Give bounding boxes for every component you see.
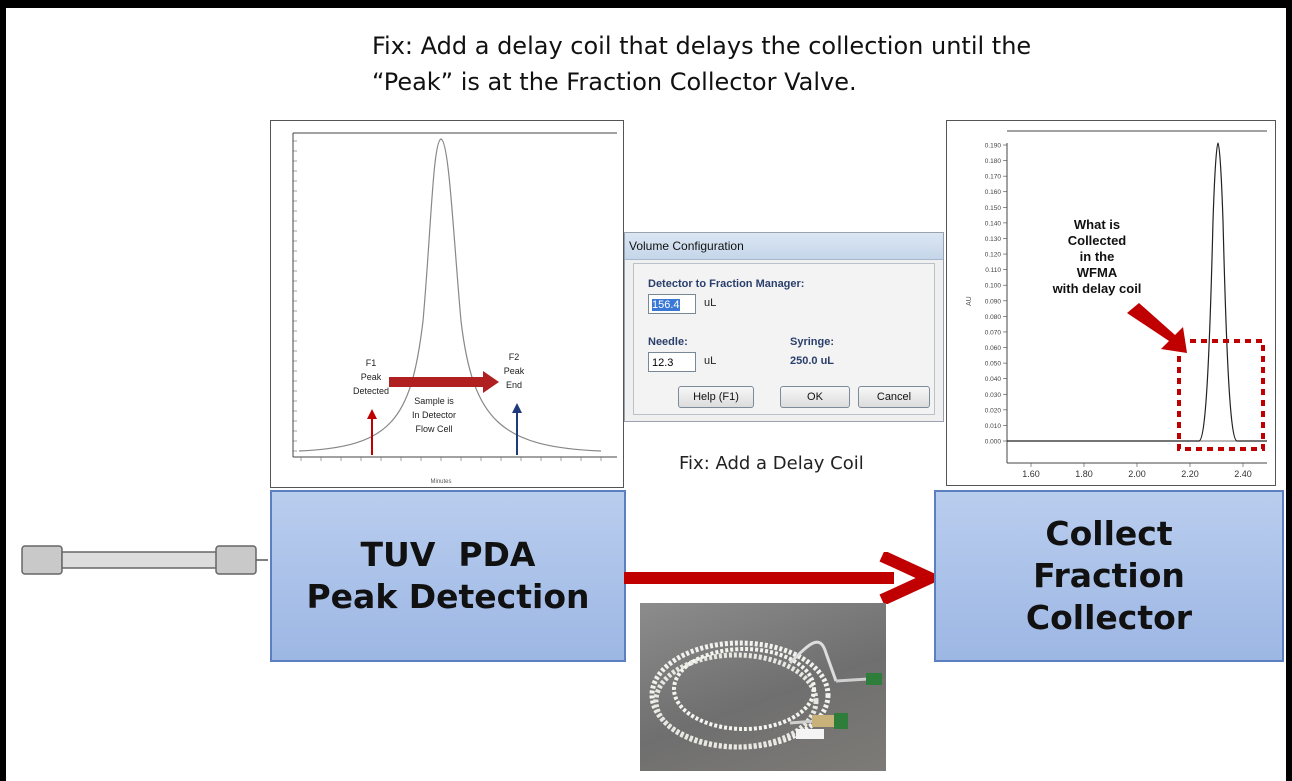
f1-label-2: Peak [361,372,382,382]
right-y-tick-label: 0.180 [985,158,1002,165]
needle-unit: uL [704,355,717,367]
needle-input[interactable]: 12.3 [648,352,696,372]
left-box-line-1: TUV PDA [360,535,536,574]
sample-label-1: Sample is [414,396,454,406]
delay-coil-photo [640,603,886,771]
right-y-tick-label: 0.130 [985,236,1002,243]
f2-label-3: End [506,380,522,390]
right-box-line-1: Collect [1045,514,1173,553]
f2-label-2: Peak [504,366,525,376]
heading: Fix: Add a delay coil that delays the co… [372,28,1132,100]
callout-line-5: with delay coil [1052,281,1142,296]
sample-label-2: In Detector [412,410,456,420]
right-y-tick-label: 0.100 [985,283,1002,290]
right-y-tick-label: 0.010 [985,423,1002,430]
detector-to-fraction-label: Detector to Fraction Manager: [648,278,805,290]
right-x-tick-label: 2.00 [1128,469,1146,479]
needle-label: Needle: [648,336,688,348]
left-x-title: Minutes [430,479,451,485]
right-y-tick-label: 0.140 [985,220,1002,227]
flow-arrow [624,552,938,604]
heading-line-1: Fix: Add a delay coil that delays the co… [372,32,1032,60]
left-x-ticks [300,457,602,461]
right-x-tick-label: 2.40 [1234,469,1252,479]
callout-line-1: What is [1074,217,1120,232]
column-tube [21,545,268,575]
right-y-title: AU [966,296,973,306]
f1-label-1: F1 [366,358,377,368]
right-box-line-3: Collector [1025,598,1193,637]
sample-flow-arrow-body [389,377,485,387]
collected-peak-curve [1007,142,1267,442]
gaussian-peak-curve [298,138,602,452]
collected-peak-chart: 0.190 0.180 0.170 0.160 0.150 0.140 0.130 0.120… [946,120,1276,486]
right-y-tick-label: 0.050 [985,361,1002,368]
right-x-ticks: 1.60 1.80 2.00 2.20 2.40 [1022,463,1252,479]
callout-arrow [1127,303,1187,353]
right-y-tick-label: 0.000 [985,439,1002,446]
right-y-tick-label: 0.020 [985,407,1002,414]
collect-fraction-collector-box: Collect Fraction Collector [934,490,1284,662]
dialog-title: Volume Configuration [625,233,943,260]
column-end-right [215,545,257,575]
peak-detection-chart: F1 Peak Detected F2 Peak End Sample is I… [270,120,624,488]
right-x-tick-label: 1.80 [1075,469,1093,479]
syringe-value: 250.0 uL [790,355,835,367]
sample-flow-arrow-head [483,371,499,393]
peak-detection-chart-svg: F1 Peak Detected F2 Peak End Sample is I… [292,132,617,485]
right-y-tick-label: 0.170 [985,174,1002,181]
right-y-tick-label: 0.120 [985,252,1002,259]
f1-label-3: Detected [353,386,389,396]
right-y-tick-label: 0.150 [985,205,1002,212]
left-y-ticks [293,140,297,452]
right-y-tick-label: 0.070 [985,329,1002,336]
f1-arrow-head [367,409,377,419]
help-button[interactable]: Help (F1) [678,386,754,408]
syringe-label: Syringe: [790,336,835,348]
detector-to-fraction-value: 156.4 [652,299,680,311]
right-y-tick-label: 0.030 [985,392,1002,399]
needle-value: 12.3 [652,357,674,369]
callout-line-3: in the [1080,249,1115,264]
cancel-button[interactable]: Cancel [858,386,930,408]
right-y-tick-label: 0.160 [985,189,1002,196]
heading-line-2: “Peak” is at the Fraction Collector Valv… [372,68,857,96]
callout-line-2: Collected [1068,233,1127,248]
detector-to-fraction-input[interactable]: 156.4 [648,294,696,314]
delay-coil-illustration [649,640,882,750]
right-x-tick-label: 1.60 [1022,469,1040,479]
right-y-tick-label: 0.040 [985,376,1002,383]
right-y-tick-label: 0.080 [985,314,1002,321]
collected-peak-chart-svg: 0.190 0.180 0.170 0.160 0.150 0.140 0.130 0.120… [966,130,1267,479]
detector-unit: uL [704,297,717,309]
f2-label-1: F2 [509,352,520,362]
column-end-left [21,545,63,575]
volume-configuration-dialog: Volume Configuration Detector to Fractio… [624,232,944,422]
column-body [61,551,219,569]
callout-line-4: WFMA [1077,265,1118,280]
right-x-tick-label: 2.20 [1181,469,1199,479]
right-y-ticks: 0.190 0.180 0.170 0.160 0.150 0.140 0.130 0.120… [985,143,1007,446]
collected-region-highlight [1177,339,1265,451]
right-y-tick-label: 0.060 [985,345,1002,352]
right-y-tick-label: 0.110 [985,267,1001,274]
right-box-line-2: Fraction [1033,556,1185,595]
right-y-tick-label: 0.190 [985,143,1002,150]
right-y-tick-label: 0.090 [985,298,1002,305]
left-box-line-2: Peak Detection [306,577,590,616]
sample-label-3: Flow Cell [415,424,452,434]
fix-caption: Fix: Add a Delay Coil [679,453,864,474]
tuv-pda-peak-detection-box: TUV PDA Peak Detection [270,490,626,662]
f2-arrow-head [512,403,522,413]
ok-button[interactable]: OK [780,386,850,408]
dialog-body: Detector to Fraction Manager: 156.4 uL N… [633,263,935,415]
